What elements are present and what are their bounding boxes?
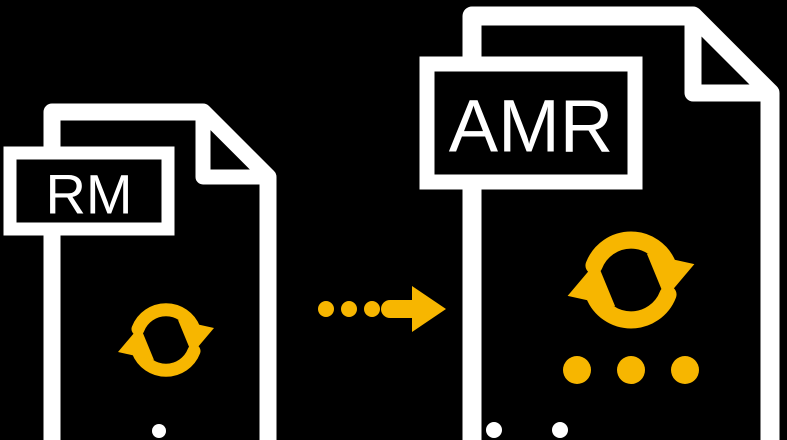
target-file-bottom-dot [486, 422, 502, 438]
ellipsis-dot [671, 356, 699, 384]
ellipsis-dots-icon [563, 356, 699, 384]
source-format-label: RM [45, 163, 132, 226]
target-refresh-icon [568, 240, 695, 320]
arrow-dot [364, 301, 380, 317]
target-format-label: AMR [449, 85, 613, 168]
target-file-bottom-dot [552, 422, 568, 438]
conversion-arrow-right-icon [318, 286, 446, 332]
source-file-fold-corner-icon [195, 104, 276, 185]
source-file-bottom-dot [152, 424, 166, 438]
arrow-dot [341, 301, 357, 317]
ellipsis-dot [617, 356, 645, 384]
target-format-badge [419, 56, 643, 190]
arrow-dot [318, 301, 334, 317]
arrow-head [412, 286, 446, 332]
ellipsis-dot [563, 356, 591, 384]
source-format-badge [3, 146, 175, 236]
source-refresh-icon [118, 310, 214, 370]
target-file-fold-corner-icon [684, 7, 779, 102]
